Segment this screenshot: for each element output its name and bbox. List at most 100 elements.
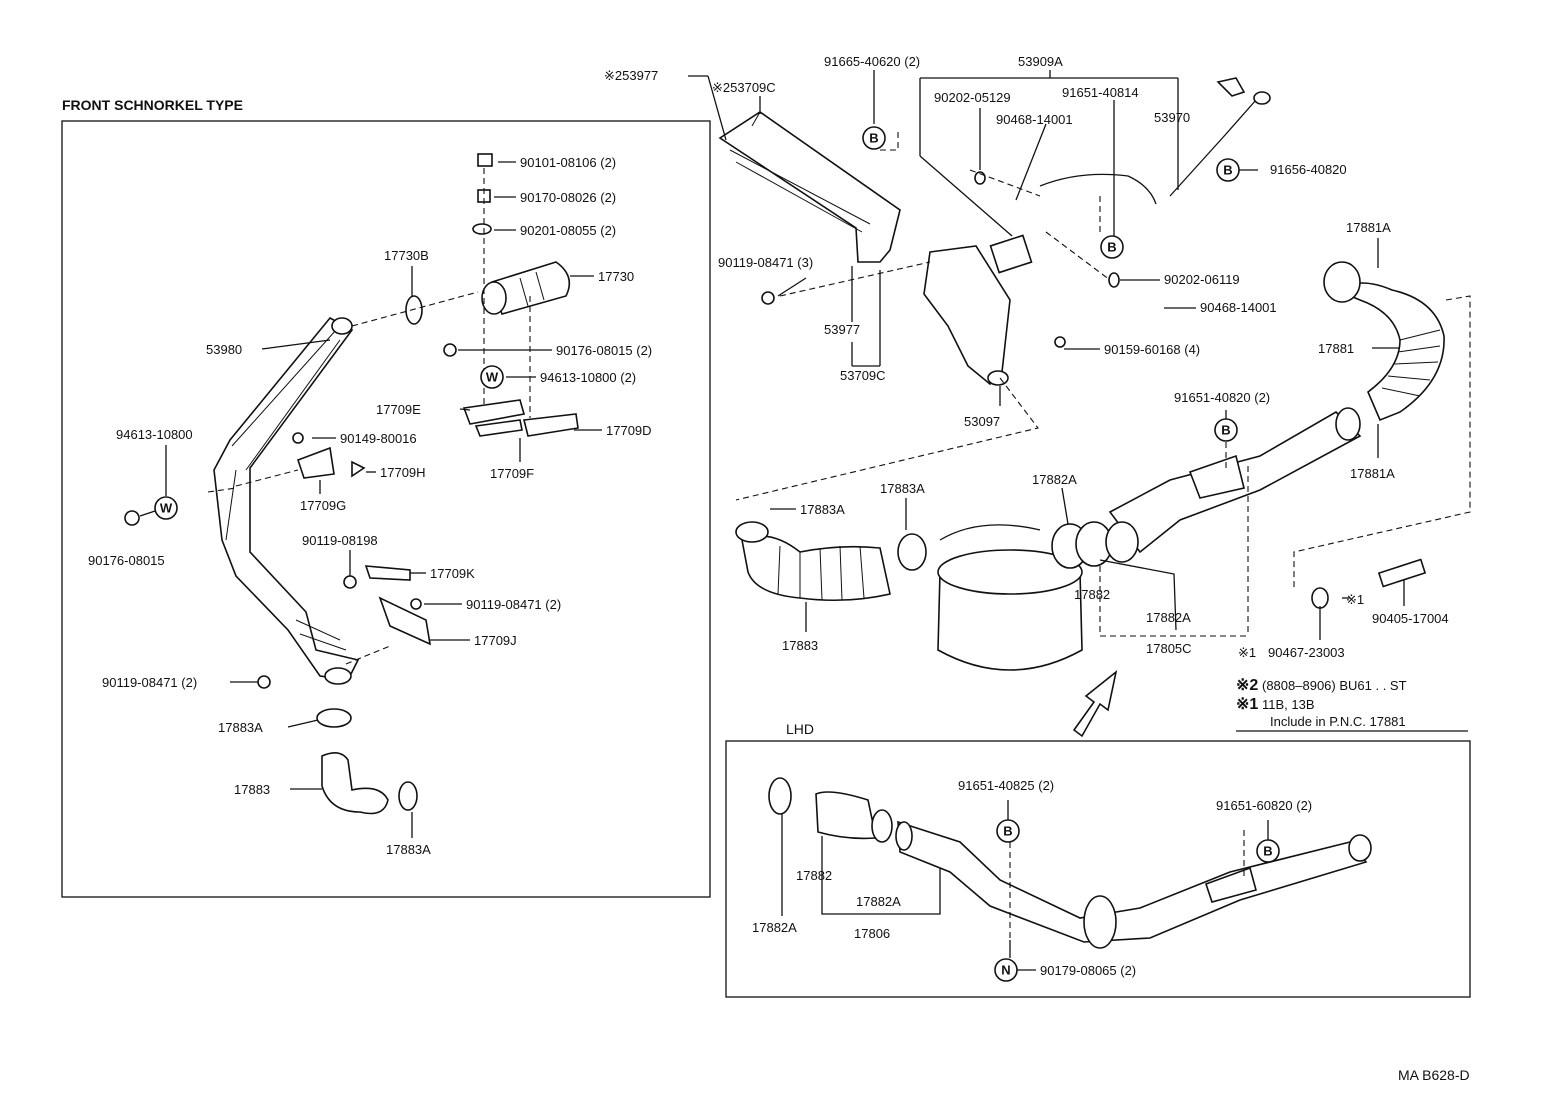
bolt-90119-08198-drawing bbox=[343, 575, 357, 589]
label-90101-08106: 90101-08106 (2) bbox=[520, 155, 616, 170]
symbol-b-4-text: B bbox=[1221, 423, 1230, 438]
symbol-w-1 bbox=[480, 365, 504, 389]
label-17709k: 17709K bbox=[430, 566, 475, 581]
direction-arrow bbox=[1072, 669, 1118, 738]
label-53980: 53980 bbox=[206, 342, 242, 357]
symbol-b-2-text: B bbox=[1107, 240, 1116, 255]
label-17709j: 17709J bbox=[474, 633, 517, 648]
bracket-17709k-drawing bbox=[364, 565, 411, 581]
label-90119-08471b: 90119-08471 (2) bbox=[466, 597, 561, 612]
nut-90176-drawing bbox=[443, 343, 457, 357]
duct-17805c-drawing bbox=[1108, 407, 1362, 554]
label-90201-08055: 90201-08055 (2) bbox=[520, 223, 616, 238]
label-91665-40620: 91665-40620 (2) bbox=[824, 54, 920, 69]
duct-17806-drawing bbox=[897, 820, 1368, 943]
left-panel-guides bbox=[207, 291, 479, 665]
hose-17882-right-drawing bbox=[1051, 521, 1139, 569]
symbol-n-1 bbox=[994, 958, 1018, 982]
bolt-90159-drawing bbox=[1054, 336, 1066, 348]
label-17709f: 17709F bbox=[490, 466, 534, 481]
symbol-b-1-text: B bbox=[869, 131, 878, 146]
clamp-17883a-left1-drawing bbox=[316, 708, 352, 728]
symbol-w-1-text: W bbox=[486, 370, 499, 385]
label-94613-10800a: 94613-10800 (2) bbox=[540, 370, 636, 385]
symbol-b-3 bbox=[1216, 158, 1240, 182]
label-90405-17004: 90405-17004 bbox=[1372, 611, 1449, 626]
bracket-17709j-drawing bbox=[378, 596, 432, 646]
label-91656-40820: 91656-40820 bbox=[1270, 162, 1347, 177]
label-253977: ※253977 bbox=[604, 68, 658, 83]
label-17883-left: 17883 bbox=[234, 782, 270, 797]
nut-90176b-drawing bbox=[124, 510, 140, 526]
symbol-b-5 bbox=[996, 819, 1020, 843]
mark-star1-b: ※1 bbox=[1238, 645, 1256, 660]
clamp-17882a-lhd2-drawing bbox=[871, 809, 893, 843]
label-17881a-top: 17881A bbox=[1346, 220, 1391, 235]
label-17805c: 17805C bbox=[1146, 641, 1192, 656]
symbol-b-4 bbox=[1214, 418, 1238, 442]
bolt-90119-08471-drawing bbox=[410, 598, 422, 610]
lhd-guides bbox=[1009, 830, 1245, 940]
lhd-bracket-drawing bbox=[1204, 866, 1257, 903]
front-schnorkel-title: FRONT SCHNORKEL TYPE bbox=[62, 97, 243, 113]
label-17881a-bot: 17881A bbox=[1350, 466, 1395, 481]
circle-symbols: B B B B B B W W N bbox=[154, 126, 1280, 982]
silencer-17730-drawing bbox=[481, 261, 571, 315]
label-91651-60820: 91651-60820 (2) bbox=[1216, 798, 1312, 813]
symbol-b-1 bbox=[862, 126, 886, 150]
label-17882a-mid: 17882A bbox=[1146, 610, 1191, 625]
label-90467-23003: 90467-23003 bbox=[1268, 645, 1345, 660]
figure-code: MA B628-D bbox=[1398, 1067, 1470, 1083]
hose-17883-right-drawing bbox=[735, 521, 927, 602]
bolt-90119-08471a-drawing bbox=[761, 291, 775, 305]
label-17882a-top: 17882A bbox=[1032, 472, 1077, 487]
bracket-17709g-drawing bbox=[296, 446, 335, 479]
leader-lines bbox=[139, 70, 1405, 971]
label-90202-05129: 90202-05129 bbox=[934, 90, 1011, 105]
label-90119-08198: 90119-08198 bbox=[302, 533, 378, 548]
lhd-title: LHD bbox=[786, 721, 814, 737]
cable-53970-drawing bbox=[1039, 77, 1271, 205]
label-17882a-lhd1: 17882A bbox=[752, 920, 797, 935]
label-90119-08471c: 90119-08471 (2) bbox=[102, 675, 197, 690]
symbol-w-2-text: W bbox=[160, 501, 173, 516]
label-90202-06119: 90202-06119 bbox=[1164, 272, 1240, 287]
label-17883a-right1: 17883A bbox=[800, 502, 845, 517]
label-90149-80016: 90149-80016 bbox=[340, 431, 417, 446]
symbol-b-6 bbox=[1256, 839, 1280, 863]
label-17709e: 17709E bbox=[376, 402, 421, 417]
note1-text: 11B, 13B bbox=[1262, 697, 1315, 712]
clamp-17730b-drawing bbox=[405, 295, 423, 325]
symbol-b-2 bbox=[1100, 235, 1124, 259]
bolt-90149-drawing bbox=[292, 432, 304, 444]
label-91651-40820: 91651-40820 (2) bbox=[1174, 390, 1270, 405]
label-17882a-lhd2: 17882A bbox=[856, 894, 901, 909]
front-schnorkel-frame bbox=[61, 120, 711, 898]
duct-253709c-drawing bbox=[718, 111, 901, 263]
bolt-90119-08471c-drawing bbox=[257, 675, 271, 689]
label-90468-14001b: 90468-14001 bbox=[1200, 300, 1277, 315]
air-cleaner-drawing bbox=[937, 524, 1083, 671]
label-90176-08015b: 90176-08015 bbox=[88, 553, 165, 568]
label-17882-lhd: 17882 bbox=[796, 868, 832, 883]
label-90468-14001a: 90468-14001 bbox=[996, 112, 1073, 127]
hose-17883-left-drawing bbox=[321, 752, 389, 815]
label-17881: 17881 bbox=[1318, 341, 1354, 356]
label-17730: 17730 bbox=[598, 269, 634, 284]
label-17709d: 17709D bbox=[606, 423, 652, 438]
label-17883a-left1: 17883A bbox=[218, 720, 263, 735]
label-53909a: 53909A bbox=[1018, 54, 1063, 69]
label-17883a-right2: 17883A bbox=[880, 481, 925, 496]
symbol-b-3-text: B bbox=[1223, 163, 1232, 178]
label-90119-08471a: 90119-08471 (3) bbox=[718, 255, 813, 270]
label-17730b: 17730B bbox=[384, 248, 429, 263]
top-guides bbox=[735, 132, 1111, 501]
symbol-b-6-text: B bbox=[1263, 844, 1272, 859]
duct-17806-end-drawing bbox=[1348, 834, 1372, 862]
pin-90405-drawing bbox=[1377, 558, 1427, 588]
label-53970: 53970 bbox=[1154, 110, 1190, 125]
label-90176-08015a: 90176-08015 (2) bbox=[556, 343, 652, 358]
note2-text: (8808–8906) BU61 . . ST bbox=[1262, 678, 1407, 693]
mark-star1-a: ※1 bbox=[1346, 592, 1364, 607]
